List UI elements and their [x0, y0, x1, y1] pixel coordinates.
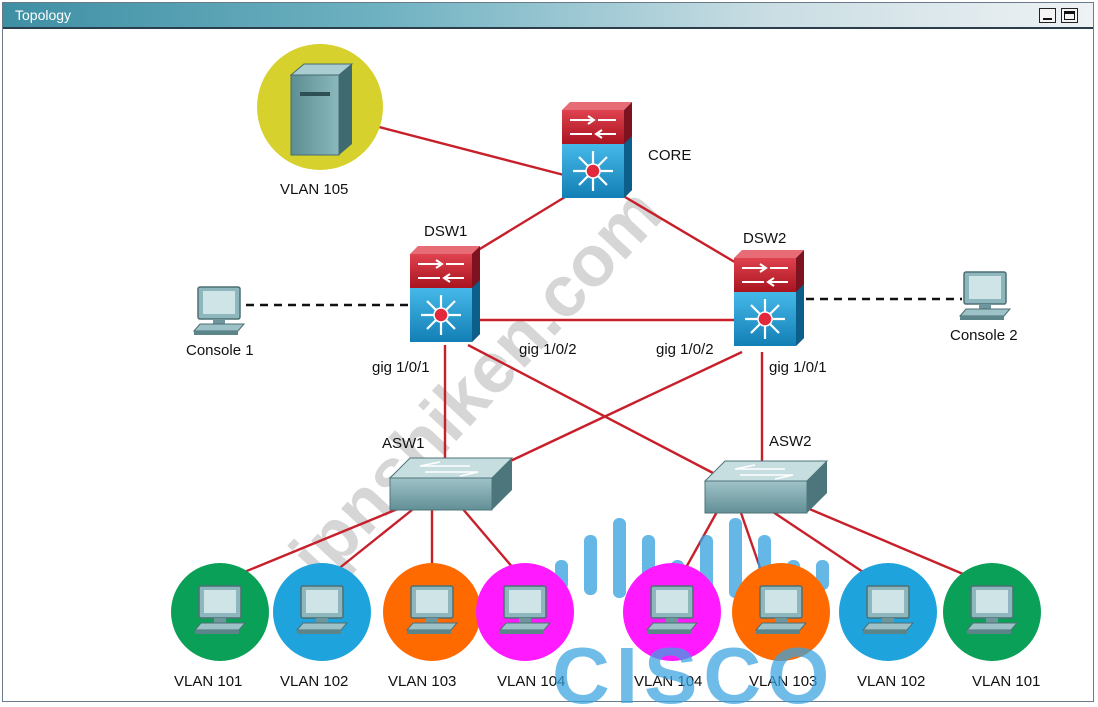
switch-arrows-icon [734, 464, 794, 480]
link-asw1-host1 [219, 506, 401, 584]
server-side [339, 64, 352, 155]
host-node[interactable]: VLAN 101 [171, 563, 269, 690]
server-bay [300, 92, 330, 96]
workgroup-switch-icon [388, 457, 514, 479]
window-title: Topology [15, 7, 72, 23]
computer-icon [966, 585, 1018, 635]
console1-pc[interactable]: Console 1 [186, 286, 254, 359]
link-asw2-host8 [799, 503, 983, 584]
host-node[interactable]: VLAN 102 [273, 563, 371, 690]
dsw2-switch[interactable]: DSW2 [732, 230, 806, 348]
host-label: VLAN 104 [497, 673, 565, 690]
link-core-dsw1 [464, 195, 566, 260]
host-node[interactable]: VLAN 101 [943, 563, 1041, 690]
minimize-button[interactable] [1039, 8, 1056, 23]
switch-arrows-icon [419, 461, 479, 477]
computer-icon [194, 585, 246, 635]
console-cables [246, 297, 962, 307]
computer-icon [296, 585, 348, 635]
console2-pc[interactable]: Console 2 [950, 271, 1018, 344]
link-core-dsw2 [624, 195, 739, 266]
asw1-side [492, 458, 512, 510]
asw1-switch[interactable]: ASW1 [382, 435, 514, 511]
maximize-button[interactable] [1061, 8, 1078, 23]
links [219, 118, 983, 584]
dsw1-switch[interactable]: DSW1 [408, 223, 482, 344]
host-row: VLAN 101 VLAN 102 VLAN 103 VLAN 104 VLAN 104… [171, 563, 1041, 690]
link-asw2-host7 [769, 509, 879, 583]
multilayer-switch-icon [560, 100, 634, 200]
host-node[interactable]: VLAN 102 [839, 563, 937, 690]
host-label: VLAN 103 [388, 673, 456, 690]
host-node[interactable]: VLAN 104 [476, 563, 574, 690]
console2-label: Console 2 [950, 327, 1018, 344]
host-label: VLAN 101 [174, 673, 242, 690]
computer-icon [959, 271, 1011, 321]
computer-icon [646, 585, 698, 635]
port-label: gig 1/0/2 [519, 341, 577, 358]
core-label: CORE [648, 147, 691, 164]
server-label: VLAN 105 [280, 181, 348, 198]
computer-icon [193, 286, 245, 336]
console1-label: Console 1 [186, 342, 254, 359]
host-label: VLAN 104 [634, 673, 702, 690]
server-front [290, 74, 340, 156]
cisco-wordmark: CISCO [552, 631, 835, 707]
host-node[interactable]: VLAN 103 [383, 563, 481, 690]
computer-icon [406, 585, 458, 635]
title-bar: Topology [3, 3, 1093, 29]
minimize-icon [1043, 18, 1052, 20]
port-label: gig 1/0/1 [769, 359, 827, 376]
dsw2-label: DSW2 [743, 230, 786, 247]
asw1-label: ASW1 [382, 435, 425, 452]
link-server-core [351, 118, 565, 177]
host-label: VLAN 103 [749, 673, 817, 690]
host-label: VLAN 101 [972, 673, 1040, 690]
port-label: gig 1/0/2 [656, 341, 714, 358]
asw1-front [389, 477, 493, 511]
port-label: gig 1/0/1 [372, 359, 430, 376]
asw2-switch[interactable]: ASW2 [703, 433, 829, 514]
core-switch[interactable]: CORE [560, 100, 691, 200]
computer-icon [499, 585, 551, 635]
asw2-front [704, 480, 808, 514]
host-node[interactable]: VLAN 104 [623, 563, 721, 690]
dsw1-label: DSW1 [424, 223, 467, 240]
maximize-icon [1064, 11, 1075, 20]
computer-icon [862, 585, 914, 635]
workgroup-switch-icon [703, 460, 829, 482]
host-node[interactable]: VLAN 103 [732, 563, 830, 690]
server-vlan105[interactable]: VLAN 105 [257, 44, 383, 198]
host-label: VLAN 102 [857, 673, 925, 690]
multilayer-switch-icon [732, 248, 806, 348]
computer-icon [755, 585, 807, 635]
link-dsw1-asw2 [467, 343, 737, 487]
multilayer-switch-icon [408, 244, 482, 344]
host-label: VLAN 102 [280, 673, 348, 690]
asw2-side [807, 461, 827, 513]
link-dsw2-asw1 [469, 350, 743, 482]
asw2-label: ASW2 [769, 433, 812, 450]
